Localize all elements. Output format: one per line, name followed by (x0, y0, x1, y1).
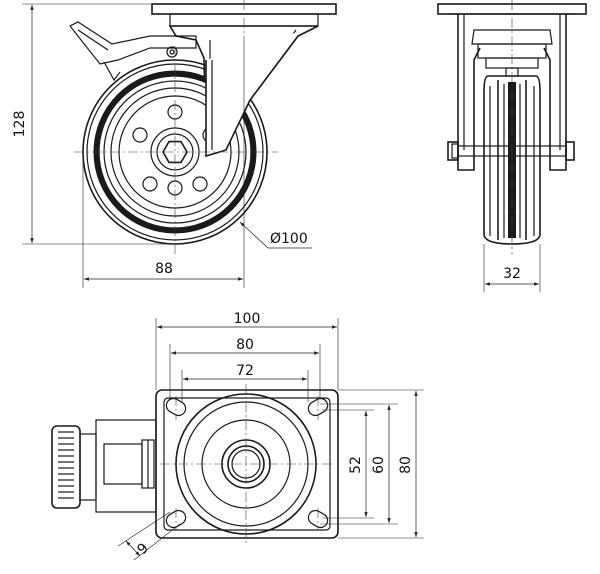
dim-diameter-leader (239, 221, 269, 249)
dim-width-label: 32 (503, 266, 521, 282)
dim-hole-outer-label: 80 (236, 337, 254, 353)
dim-diameter-label: Ø100 (270, 231, 308, 247)
top-hole-tr (307, 397, 329, 417)
dim-slot-line (125, 540, 141, 557)
dim-vert-mid-label: 60 (371, 456, 387, 474)
front-nut-right (565, 141, 575, 161)
dim-slot-label: 9 (134, 540, 152, 558)
side-brake-lever (69, 21, 197, 65)
side-axle-nut (162, 140, 188, 164)
front-fork-left (457, 14, 481, 171)
dim-height-label: 128 (12, 111, 28, 138)
top-view: 100 80 72 52 60 80 9 (51, 311, 424, 561)
top-brake-pedal (51, 419, 157, 513)
front-fork-right (543, 14, 567, 171)
dim-offset-label: 88 (155, 261, 173, 277)
side-brake-pivot (166, 46, 178, 58)
dim-plate-width-label: 100 (234, 311, 261, 327)
top-hole-tl (165, 397, 187, 417)
dim-hole-inner-label: 72 (236, 363, 254, 379)
dim-vert-inner-label: 52 (348, 456, 364, 474)
side-view: 128 88 Ø100 (12, 0, 337, 288)
dim-vert-outer-label: 80 (398, 456, 414, 474)
top-hole-bl (165, 509, 187, 529)
top-mounting-plate (155, 389, 339, 539)
front-nut-left (447, 141, 459, 161)
front-view: 32 (437, 0, 587, 292)
